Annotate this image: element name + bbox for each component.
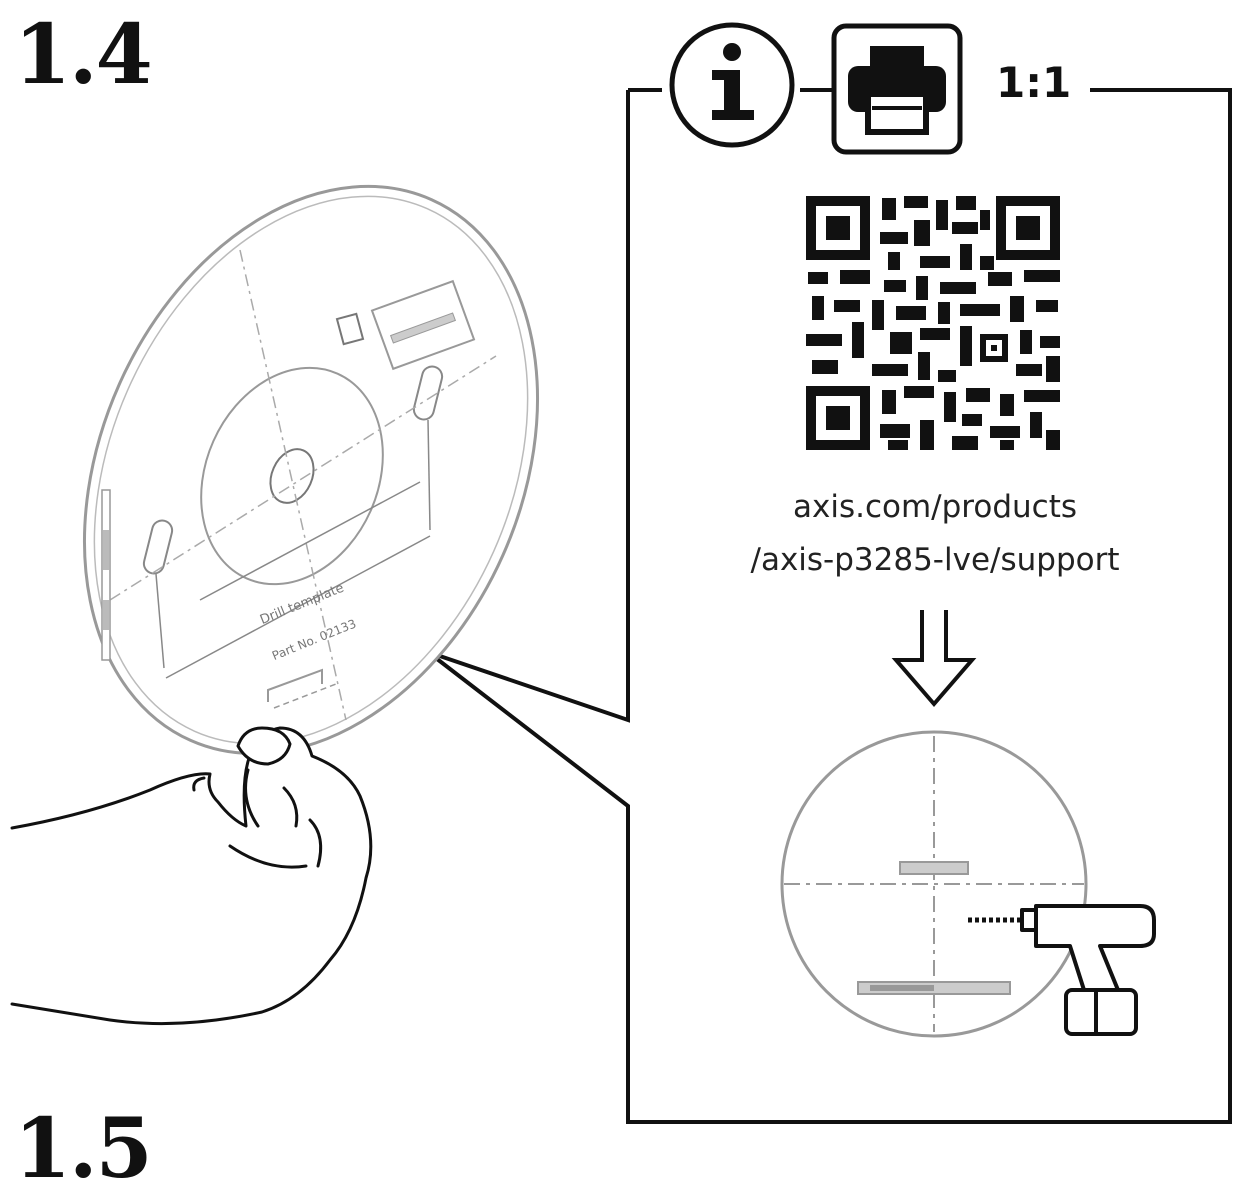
template-detail	[780, 730, 1088, 1038]
drill-template	[83, 184, 539, 756]
step-number-current: 1.4	[14, 7, 153, 103]
arrow-down-icon	[891, 610, 977, 708]
hand-icon	[10, 726, 373, 1026]
step-number-next: 1.5	[14, 1101, 153, 1197]
qr-code	[806, 196, 1060, 450]
support-url-line-2: /axis-p3285-lve/support	[750, 542, 1120, 578]
scale-label: 1:1	[990, 58, 1078, 107]
support-url-line-1: axis.com/products	[793, 489, 1077, 525]
drill-icon	[968, 904, 1156, 1036]
printer-icon	[831, 23, 963, 155]
callout-frame	[426, 88, 1232, 1124]
info-icon	[669, 22, 795, 148]
